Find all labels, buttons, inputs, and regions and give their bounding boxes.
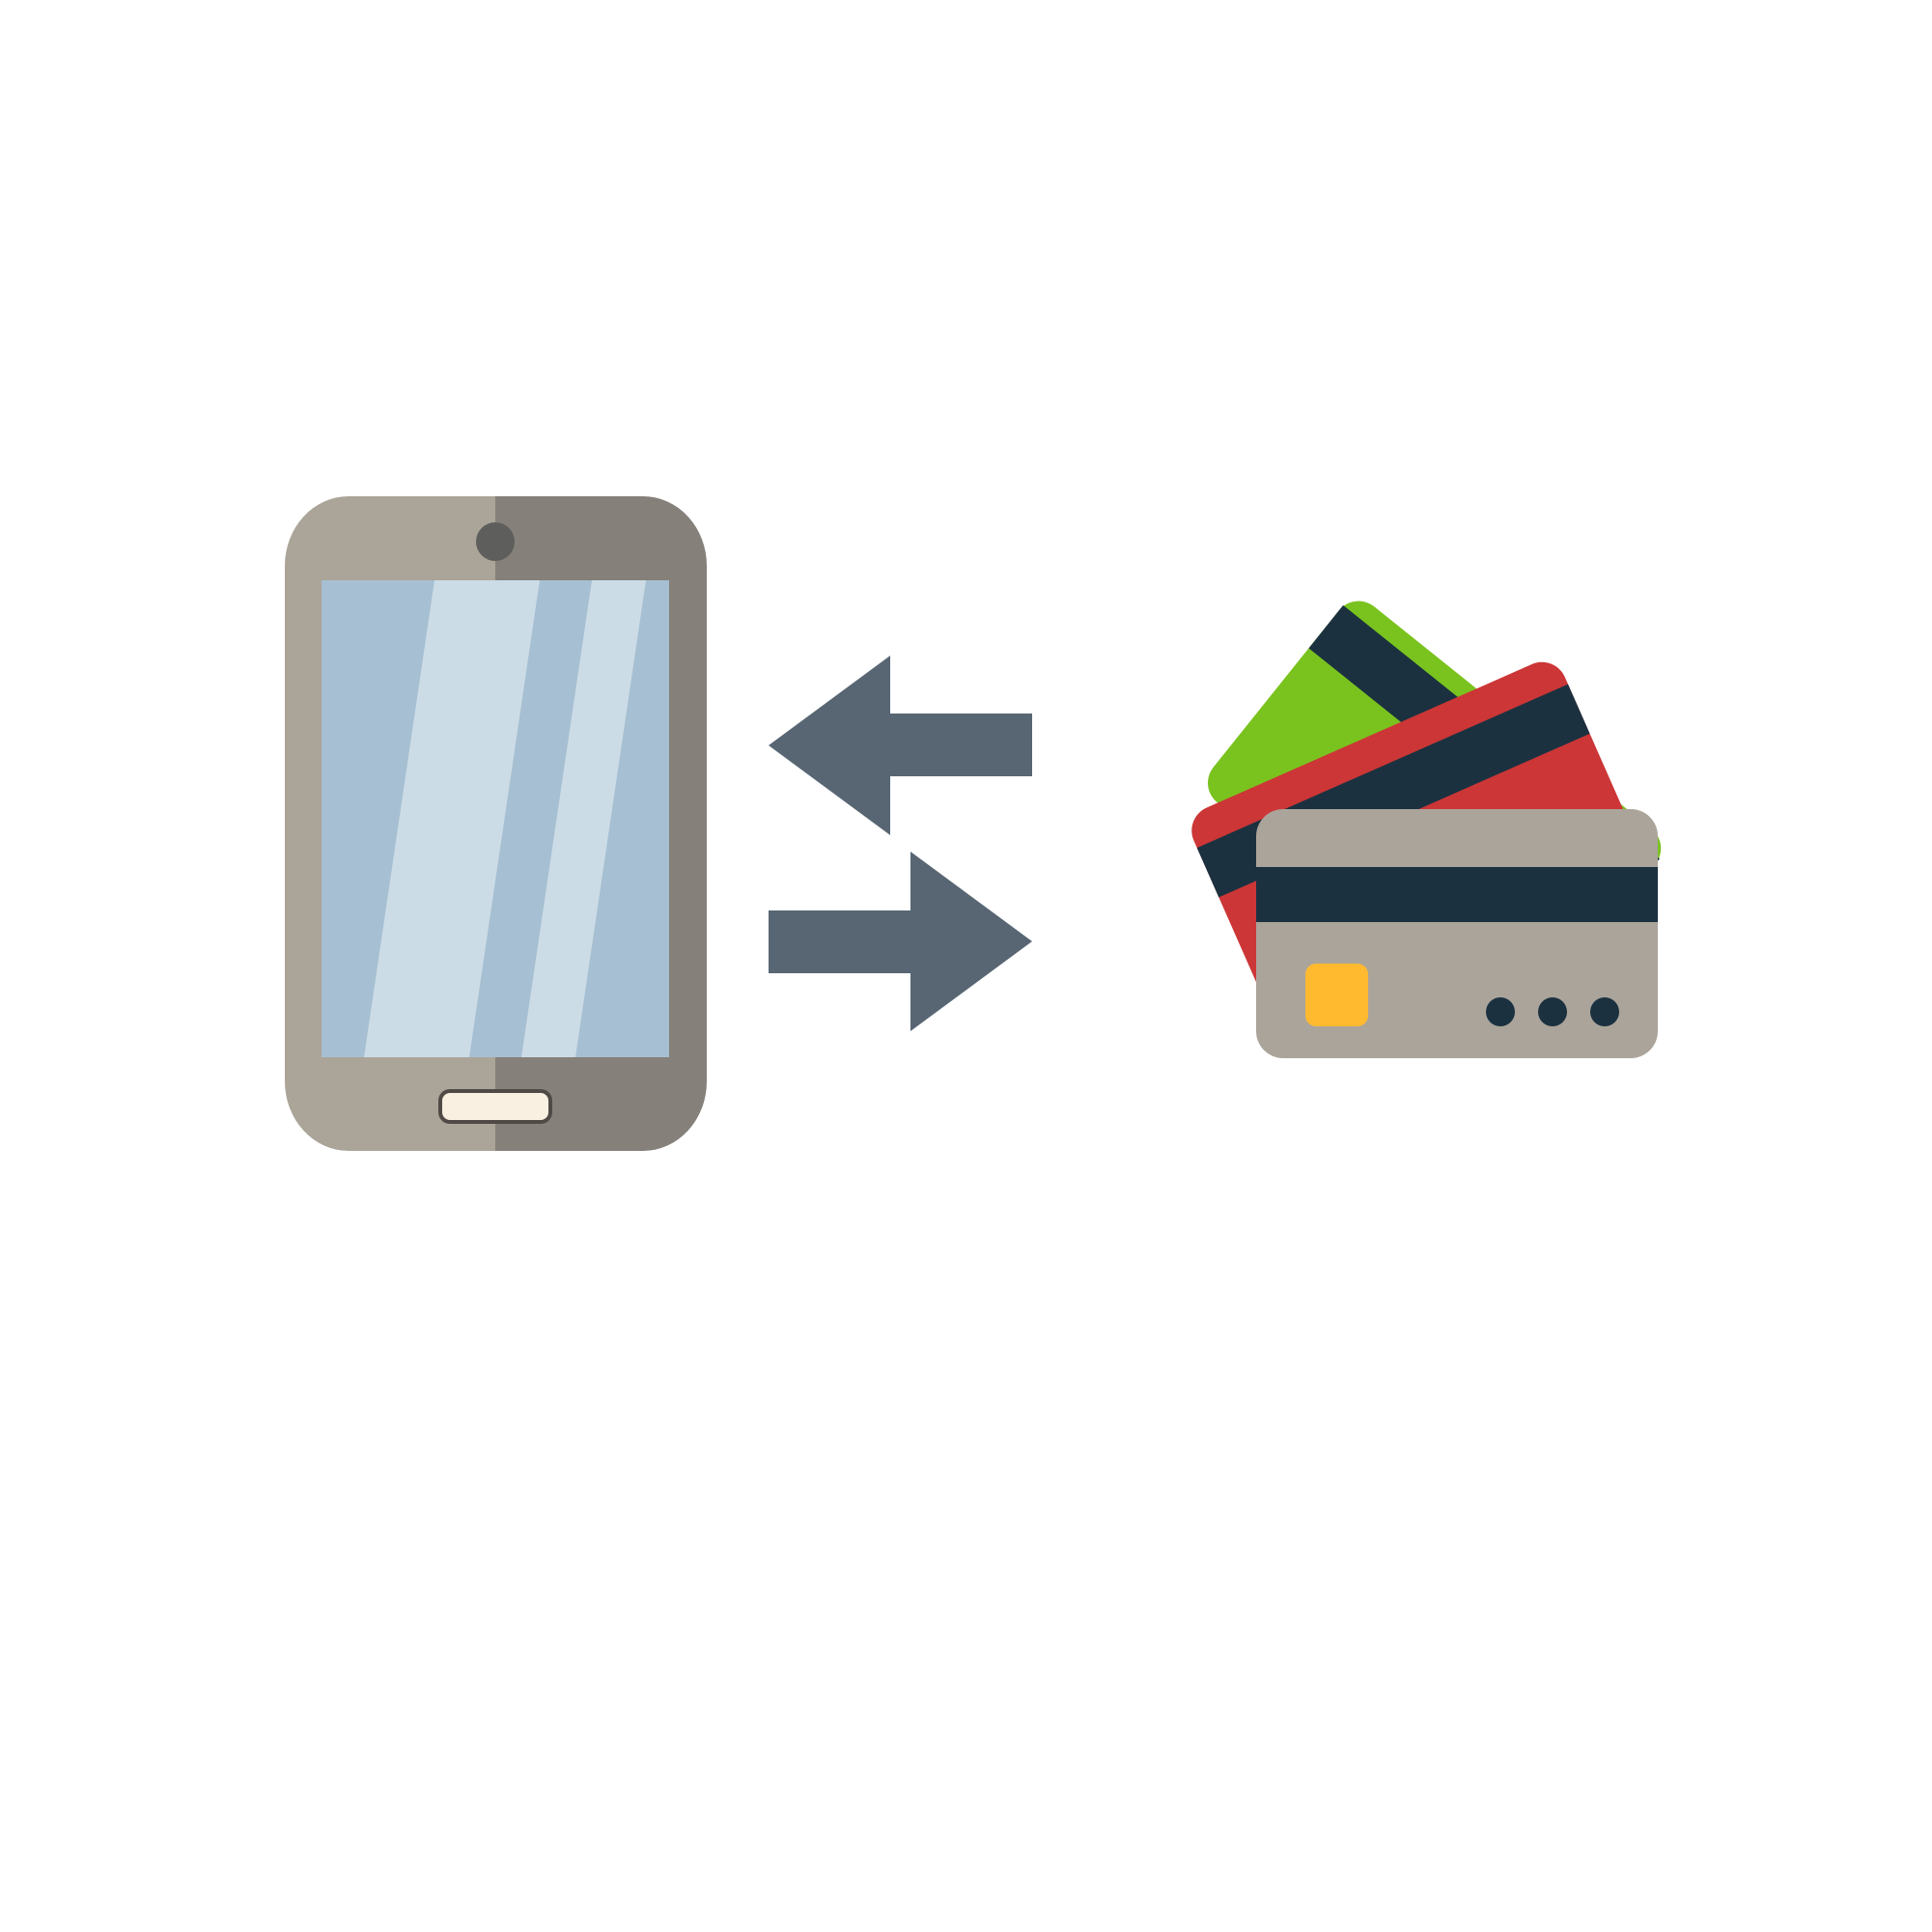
arrow-left-icon: [769, 656, 1032, 835]
card-dot-icon: [1538, 997, 1567, 1026]
arrow-right-icon: [769, 852, 1032, 1031]
credit-card-front-stripe: [1256, 867, 1658, 922]
card-chip-icon: [1305, 964, 1368, 1026]
camera-icon: [476, 522, 515, 561]
screen-reflection-wide: [364, 580, 540, 1057]
card-dot-icon: [1486, 997, 1515, 1026]
screen-reflection-narrow: [521, 580, 646, 1057]
phone-screen: [322, 580, 669, 1057]
smartphone-icon: [285, 496, 707, 1151]
home-button-icon: [438, 1089, 552, 1124]
card-dot-icon: [1590, 997, 1619, 1026]
credit-card-front: [1256, 809, 1658, 1058]
credit-card-stack-icon: [1191, 601, 1662, 1058]
